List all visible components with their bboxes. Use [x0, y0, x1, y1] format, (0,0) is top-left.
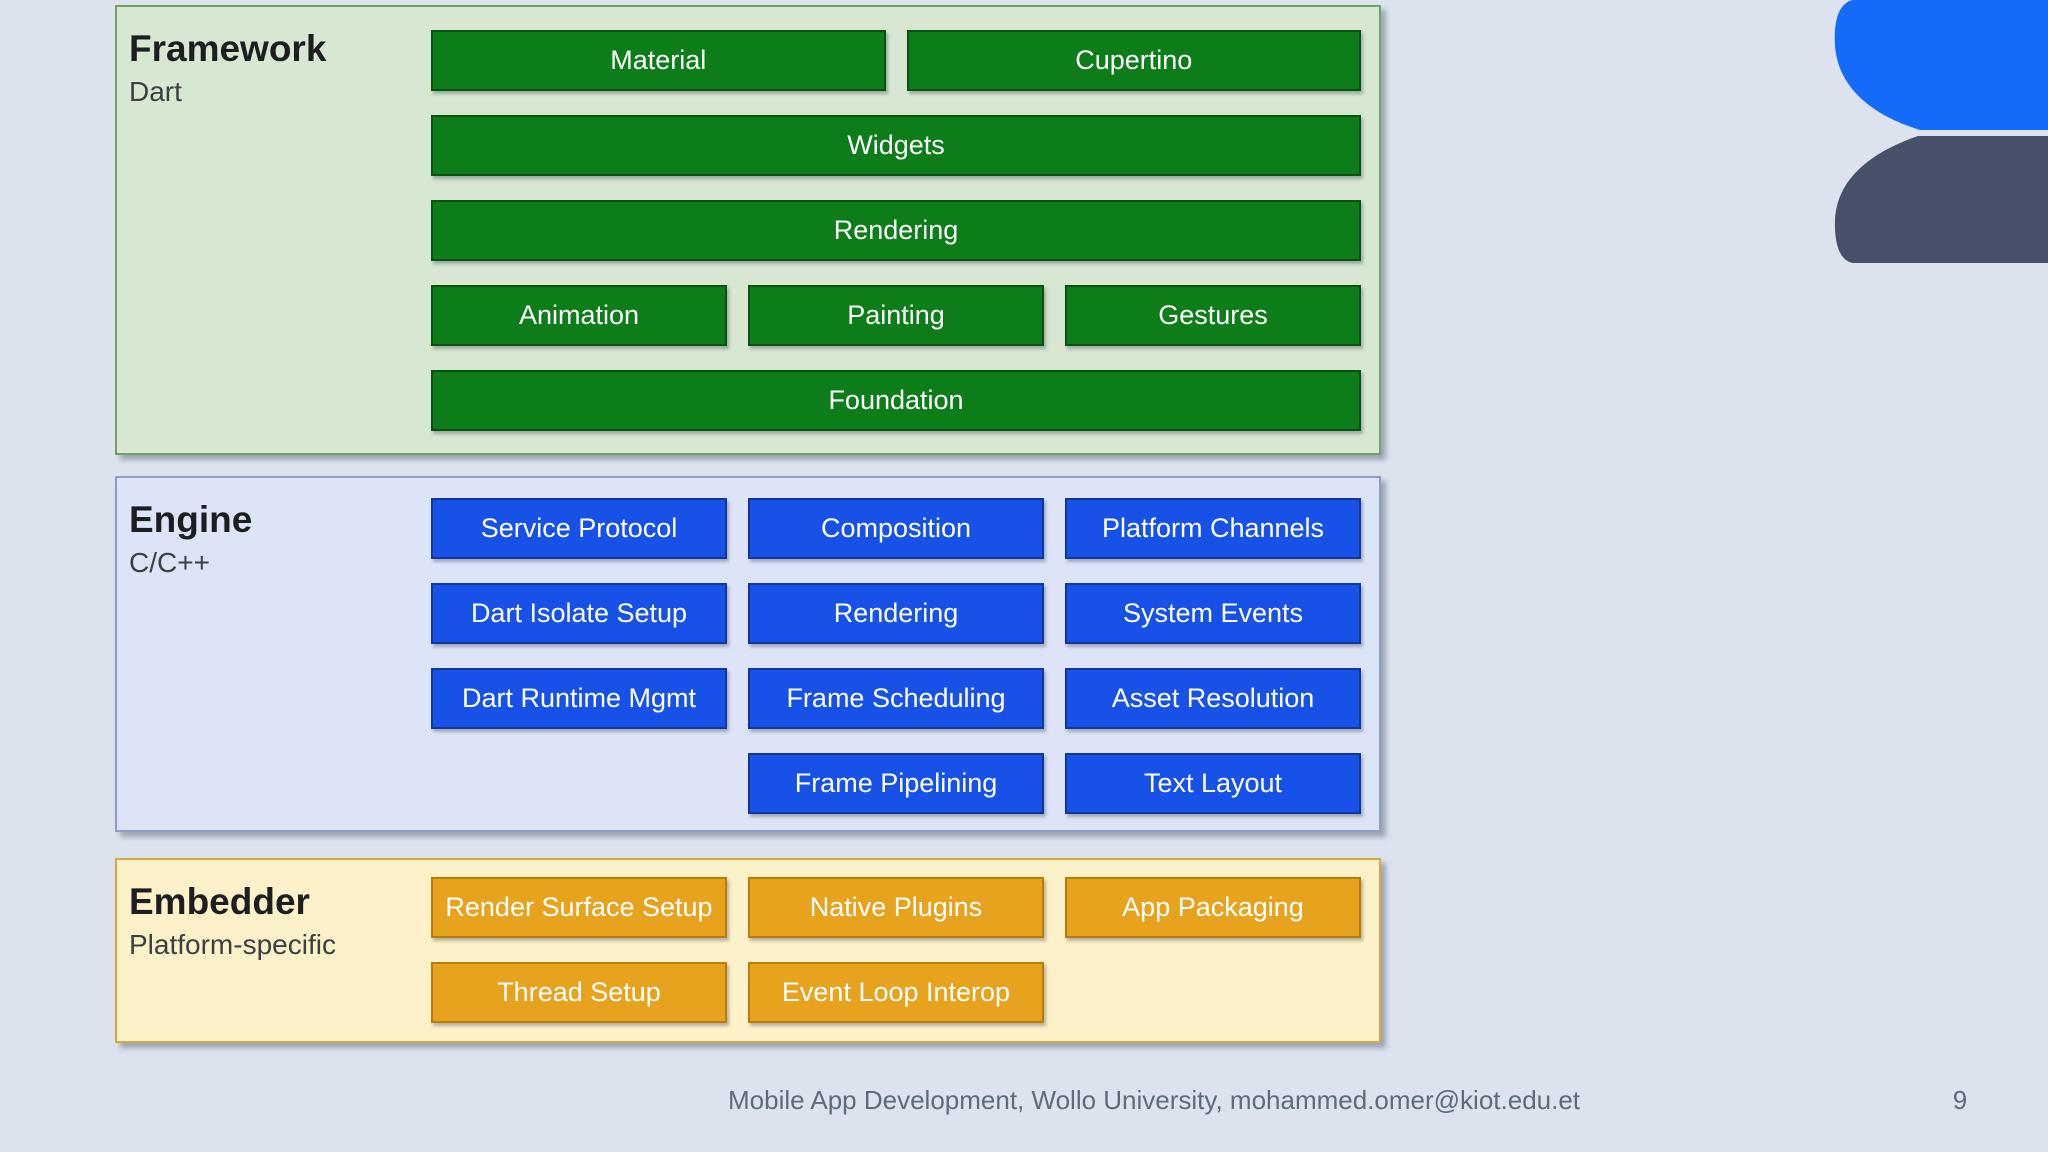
- page-number: 9: [1952, 1085, 1968, 1115]
- embedder-layer-box: Embedder Platform-specific Render Surfac…: [115, 858, 1381, 1043]
- block-service-protocol: Service Protocol: [431, 498, 727, 559]
- block-engine-rendering: Rendering: [748, 583, 1044, 644]
- block-foundation: Foundation: [431, 370, 1361, 431]
- block-event-loop-interop: Event Loop Interop: [748, 962, 1044, 1023]
- block-composition: Composition: [748, 498, 1044, 559]
- block-widgets: Widgets: [431, 115, 1361, 176]
- logo-bottom-leaf-icon: [1834, 136, 2048, 263]
- block-dart-isolate-setup: Dart Isolate Setup: [431, 583, 727, 644]
- framework-title: Framework: [129, 28, 327, 69]
- block-text-layout: Text Layout: [1065, 753, 1361, 814]
- block-dart-runtime-mgmt: Dart Runtime Mgmt: [431, 668, 727, 729]
- embedder-title-block: Embedder Platform-specific: [129, 880, 336, 964]
- block-painting: Painting: [748, 285, 1044, 346]
- framework-title-block: Framework Dart: [129, 27, 326, 111]
- engine-title: Engine: [129, 499, 253, 540]
- block-cupertino: Cupertino: [906, 30, 1361, 91]
- engine-subtitle: C/C++: [129, 547, 210, 579]
- block-system-events: System Events: [1065, 583, 1361, 644]
- footer-credit: Mobile App Development, Wollo University…: [728, 1085, 1581, 1115]
- framework-layer-box: Framework Dart Material Cupertino Widget…: [115, 5, 1381, 455]
- block-render-surface-setup: Render Surface Setup: [431, 877, 727, 938]
- block-animation: Animation: [431, 285, 727, 346]
- engine-block-grid: Service Protocol Composition Platform Ch…: [431, 498, 1361, 814]
- block-gestures: Gestures: [1065, 285, 1361, 346]
- embedder-title: Embedder: [129, 881, 310, 922]
- logo-top-leaf-icon: [1834, 0, 2048, 130]
- framework-block-grid: Material Cupertino Widgets Rendering Ani…: [431, 30, 1361, 431]
- block-thread-setup: Thread Setup: [431, 962, 727, 1023]
- block-material: Material: [431, 30, 886, 91]
- framework-subtitle: Dart: [129, 76, 182, 108]
- block-frame-scheduling: Frame Scheduling: [748, 668, 1044, 729]
- block-app-packaging: App Packaging: [1065, 877, 1361, 938]
- block-rendering: Rendering: [431, 200, 1361, 261]
- engine-layer-box: Engine C/C++ Service Protocol Compositio…: [115, 476, 1381, 832]
- embedder-subtitle: Platform-specific: [129, 929, 336, 961]
- embedder-block-grid: Render Surface Setup Native Plugins App …: [431, 877, 1361, 1023]
- block-native-plugins: Native Plugins: [748, 877, 1044, 938]
- engine-title-block: Engine C/C++: [129, 498, 252, 582]
- block-frame-pipelining: Frame Pipelining: [748, 753, 1044, 814]
- petal-leaf-logo-icon: [1834, 0, 2048, 263]
- block-asset-resolution: Asset Resolution: [1065, 668, 1361, 729]
- block-platform-channels: Platform Channels: [1065, 498, 1361, 559]
